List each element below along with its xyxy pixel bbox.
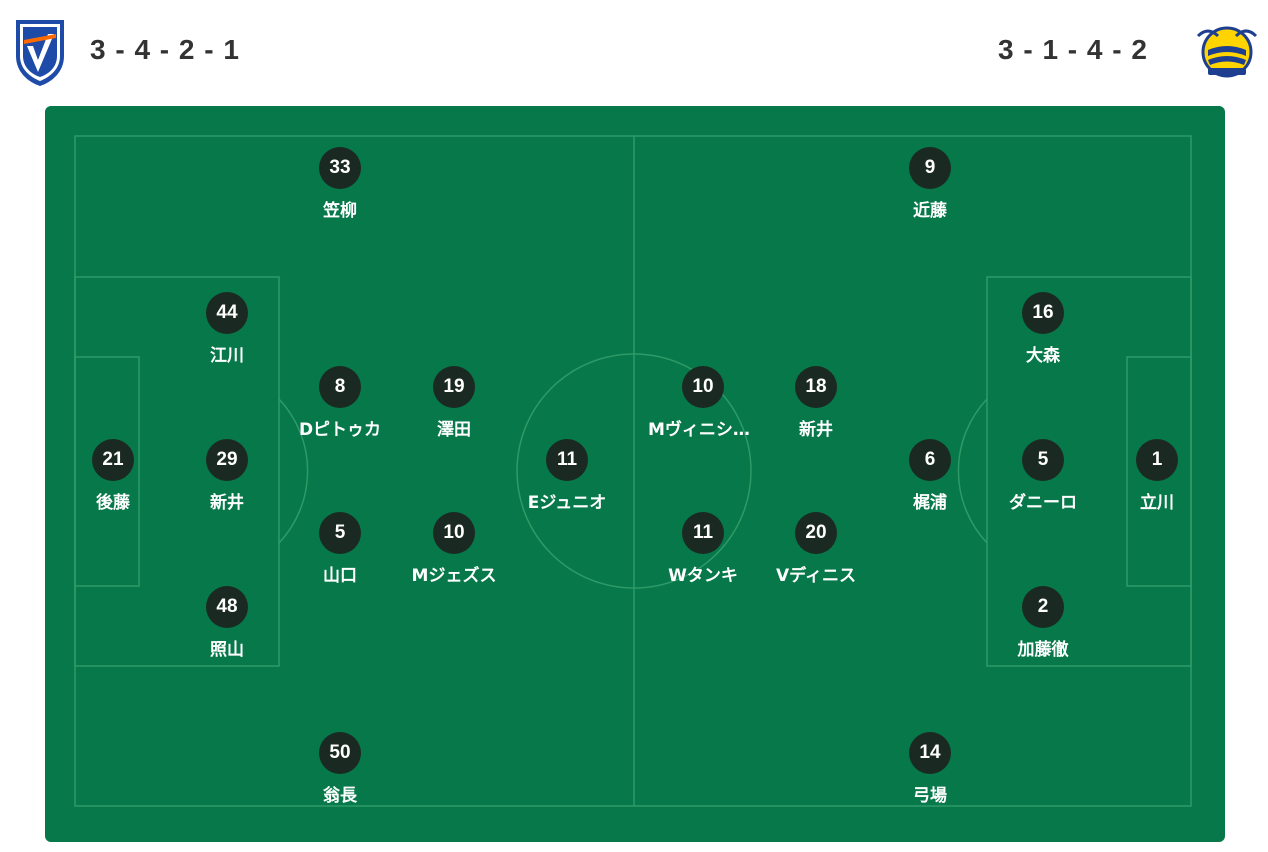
player-name: 澤田 bbox=[437, 420, 471, 440]
away-player[interactable]: 9 近藤 bbox=[850, 147, 1010, 221]
player-name: 新井 bbox=[799, 420, 833, 440]
home-player[interactable]: 44 江川 bbox=[147, 292, 307, 366]
home-player[interactable]: 29 新井 bbox=[147, 439, 307, 513]
pitch: 33 笠柳 44 江川 8 Dピトゥカ 19 澤田 21 後藤 29 新井 11… bbox=[45, 106, 1225, 842]
player-number: 18 bbox=[795, 366, 837, 408]
player-name: 加藤徹 bbox=[1017, 640, 1069, 660]
away-player[interactable]: 11 Wタンキ bbox=[623, 512, 783, 586]
player-name: 近藤 bbox=[913, 201, 947, 221]
player-number: 11 bbox=[682, 512, 724, 554]
player-name: 立川 bbox=[1140, 493, 1174, 513]
player-number: 9 bbox=[909, 147, 951, 189]
home-team-logo bbox=[16, 20, 64, 86]
player-number: 6 bbox=[909, 439, 951, 481]
home-player[interactable]: 10 Mジェズス bbox=[374, 512, 534, 586]
home-player[interactable]: 33 笠柳 bbox=[260, 147, 420, 221]
home-formation: 3 - 4 - 2 - 1 bbox=[90, 34, 240, 65]
player-number: 29 bbox=[206, 439, 248, 481]
home-player[interactable]: 48 照山 bbox=[147, 586, 307, 660]
player-number: 5 bbox=[319, 512, 361, 554]
player-number: 10 bbox=[682, 366, 724, 408]
player-name: Vディニス bbox=[776, 566, 856, 586]
player-number: 21 bbox=[92, 439, 134, 481]
player-number: 50 bbox=[319, 732, 361, 774]
home-player[interactable]: 5 山口 bbox=[260, 512, 420, 586]
player-number: 44 bbox=[206, 292, 248, 334]
player-number: 48 bbox=[206, 586, 248, 628]
away-player[interactable]: 1 立川 bbox=[1077, 439, 1225, 513]
player-name: 翁長 bbox=[323, 786, 357, 806]
player-name: 弓場 bbox=[913, 786, 947, 806]
player-number: 8 bbox=[319, 366, 361, 408]
player-name: 大森 bbox=[1026, 346, 1060, 366]
home-player[interactable]: 19 澤田 bbox=[374, 366, 534, 440]
player-number: 16 bbox=[1022, 292, 1064, 334]
player-number: 10 bbox=[433, 512, 475, 554]
away-team-logo bbox=[1196, 26, 1258, 78]
home-player[interactable]: 11 Eジュニオ bbox=[487, 439, 647, 513]
player-name: Mジェズス bbox=[411, 566, 497, 586]
player-number: 11 bbox=[546, 439, 588, 481]
player-number: 1 bbox=[1136, 439, 1178, 481]
player-number: 20 bbox=[795, 512, 837, 554]
player-number: 33 bbox=[319, 147, 361, 189]
lineup-header: 3 - 4 - 2 - 1 3 - 1 - 4 - 2 bbox=[0, 0, 1268, 104]
home-player[interactable]: 50 翁長 bbox=[260, 732, 420, 806]
away-player[interactable]: 10 Mヴィニシウス bbox=[623, 366, 783, 440]
pitch-markings bbox=[74, 135, 1192, 807]
away-player[interactable]: 20 Vディニス bbox=[736, 512, 896, 586]
player-number: 5 bbox=[1022, 439, 1064, 481]
away-player[interactable]: 2 加藤徹 bbox=[963, 586, 1123, 660]
player-name: 笠柳 bbox=[323, 201, 357, 221]
player-name: 江川 bbox=[210, 346, 244, 366]
away-player[interactable]: 16 大森 bbox=[963, 292, 1123, 366]
away-player[interactable]: 6 梶浦 bbox=[850, 439, 1010, 513]
player-name: 新井 bbox=[210, 493, 244, 513]
player-name: 照山 bbox=[210, 640, 244, 660]
player-number: 2 bbox=[1022, 586, 1064, 628]
home-player[interactable]: 21 後藤 bbox=[45, 439, 193, 513]
away-player[interactable]: 14 弓場 bbox=[850, 732, 1010, 806]
away-player[interactable]: 5 ダニーロ bbox=[963, 439, 1123, 513]
player-number: 19 bbox=[433, 366, 475, 408]
away-player[interactable]: 18 新井 bbox=[736, 366, 896, 440]
home-player[interactable]: 8 Dピトゥカ bbox=[260, 366, 420, 440]
away-formation: 3 - 1 - 4 - 2 bbox=[998, 34, 1148, 65]
player-name: Eジュニオ bbox=[527, 493, 607, 513]
player-number: 14 bbox=[909, 732, 951, 774]
